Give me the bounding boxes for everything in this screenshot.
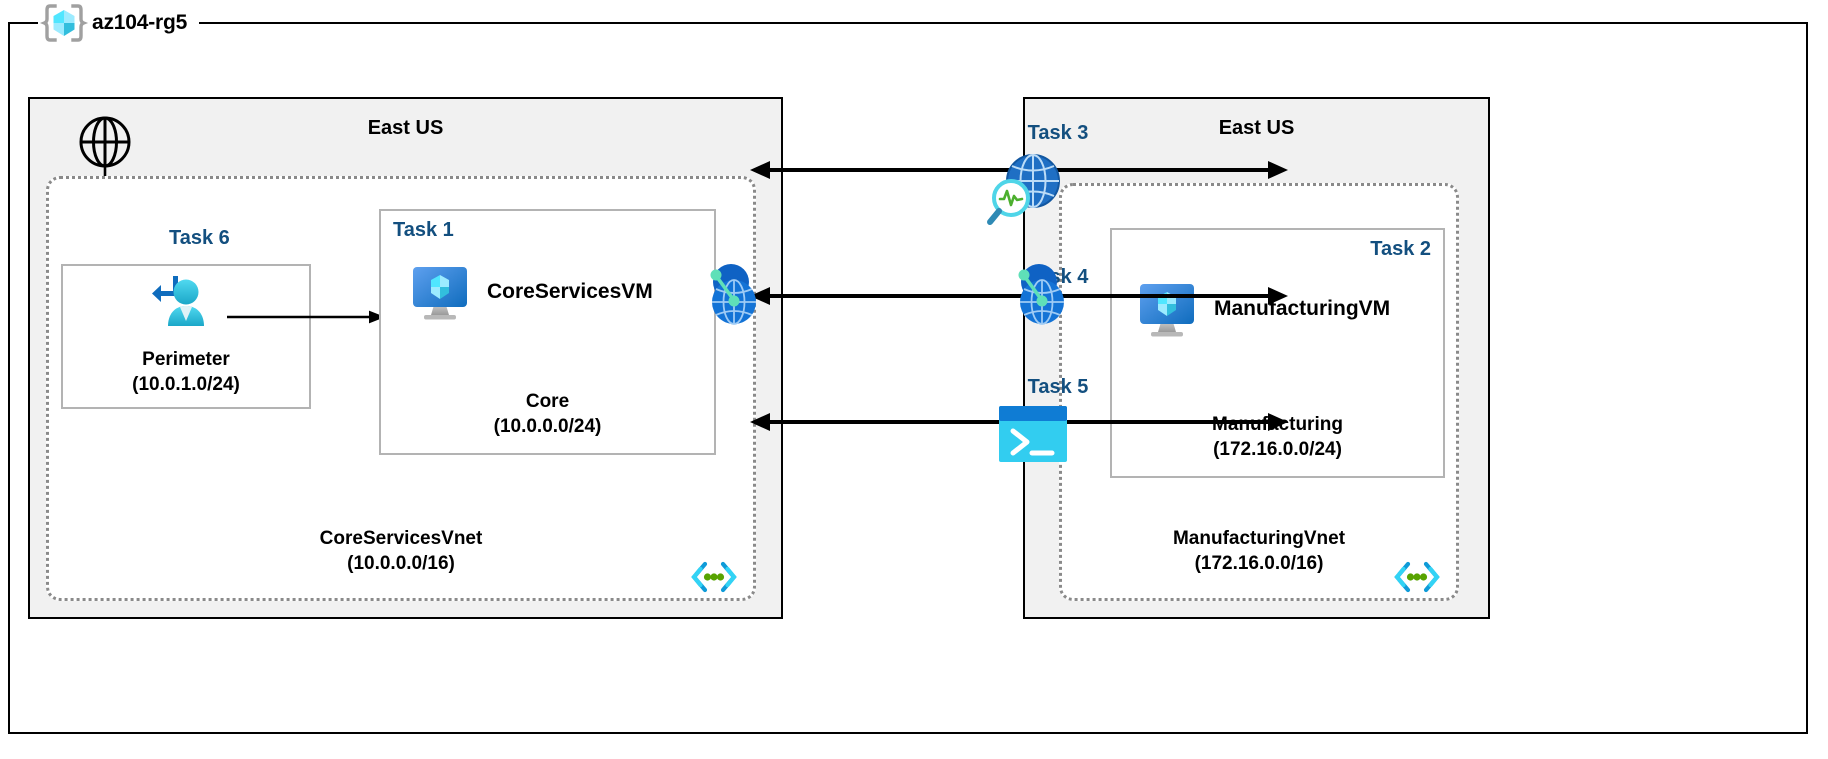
connection-label-task5: Task 5 [1027, 376, 1089, 398]
network-watcher-icon [985, 146, 1069, 226]
region-east-us-right: East US Task 2 [1023, 97, 1490, 619]
region-right-title: East US [1218, 117, 1295, 139]
vm-manufacturingvm-name: ManufacturingVM [1214, 297, 1391, 320]
azure-resource-group-icon [39, 1, 89, 45]
resource-group-name: az104-rg5 [92, 11, 188, 34]
subnet-perimeter-cidr: (10.0.1.0/24) [132, 373, 240, 395]
subnet-manufacturing-cidr: (172.16.0.0/24) [1213, 438, 1342, 460]
perimeter-to-core-arrow [227, 307, 387, 327]
region-east-us-left: East US Task 6 [28, 97, 783, 619]
vnet-coreservicesvnet-name: CoreServicesVnet [319, 528, 483, 550]
virtual-network-icon [691, 560, 737, 594]
vnet-peering-icon [1011, 258, 1071, 330]
vnet-manufacturingvnet-label: ManufacturingVnet (172.16.0.0/16) [1062, 527, 1456, 576]
subnet-core-cidr: (10.0.0.0/24) [493, 415, 602, 437]
subnet-perimeter: Perimeter (10.0.1.0/24) [61, 264, 311, 409]
task-tag-task2: Task 2 [1370, 238, 1431, 260]
vnet-coreservicesvnet-cidr: (10.0.0.0/16) [347, 552, 455, 574]
vm-coreservicesvm-row: CoreServicesVM [407, 259, 653, 325]
virtual-network-icon [1394, 560, 1440, 594]
vnet-coreservicesvnet: Task 6 [46, 176, 756, 601]
subnet-core: Task 1 [379, 209, 716, 455]
internet-globe-icon [78, 115, 132, 169]
vnet-manufacturingvnet: Task 2 [1059, 183, 1459, 601]
vm-coreservicesvm-name: CoreServicesVM [487, 280, 653, 303]
vnet-manufacturingvnet-cidr: (172.16.0.0/16) [1194, 552, 1324, 574]
region-left-title: East US [367, 117, 444, 139]
subnet-manufacturing-caption: Manufacturing (172.16.0.0/24) [1112, 413, 1443, 462]
subnet-manufacturing: Task 2 [1110, 228, 1445, 478]
vnet-peering-icon [703, 258, 763, 330]
task4-connector-arrow [750, 286, 1288, 306]
resource-group-container: az104-rg5 East US [8, 0, 1808, 734]
vnet-coreservicesvnet-label: CoreServicesVnet (10.0.0.0/16) [49, 527, 753, 576]
subnet-perimeter-caption: Perimeter (10.0.1.0/24) [63, 348, 309, 397]
virtual-machine-icon [407, 259, 473, 325]
subnet-core-name: Core [525, 391, 570, 413]
cloud-shell-icon [997, 404, 1069, 464]
azure-bastion-icon [149, 272, 215, 338]
task-tag-task1: Task 1 [393, 219, 454, 241]
connection-label-task3: Task 3 [1027, 122, 1089, 144]
task-tag-task6: Task 6 [169, 227, 230, 249]
resource-group-header: az104-rg5 [38, 0, 200, 46]
vnet-manufacturingvnet-name: ManufacturingVnet [1172, 528, 1346, 550]
subnet-perimeter-name: Perimeter [142, 349, 230, 371]
subnet-core-caption: Core (10.0.0.0/24) [381, 390, 714, 439]
